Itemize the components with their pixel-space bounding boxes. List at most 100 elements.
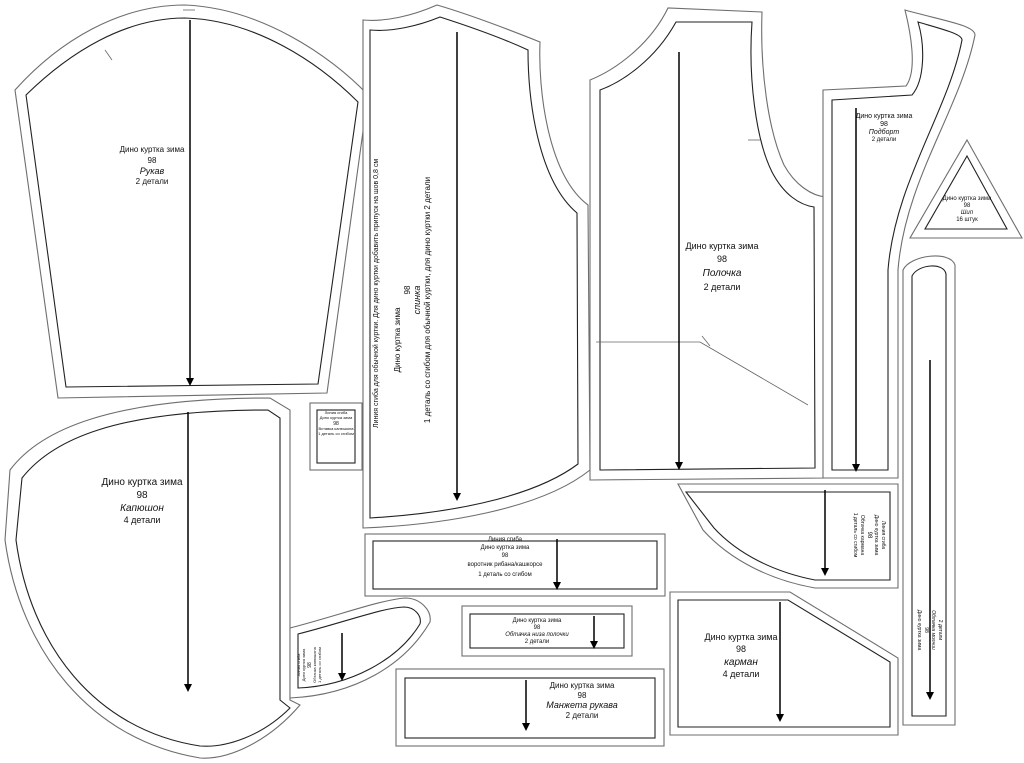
- facing-count: 2 детали: [872, 137, 897, 143]
- back-fold-note: Линия сгиба для обычной куртки. Для дино…: [372, 159, 380, 428]
- pockrim-fold: Линия сгиба: [880, 521, 886, 550]
- cuff-model: Дино куртка зима: [550, 681, 615, 690]
- facing-size: 98: [880, 121, 888, 128]
- cuff-grain-arrowhead: [522, 723, 530, 731]
- insert-seam-allowance: [309, 402, 363, 471]
- cuff-name: Манжета рукава: [546, 700, 618, 710]
- hood-model: Дино куртка зима: [101, 477, 182, 488]
- hood-count: 4 детали: [124, 515, 161, 525]
- front-model: Дино куртка зима: [686, 241, 759, 251]
- front-count: 2 детали: [704, 282, 741, 292]
- hoodrim-fold: Линия сгиба: [296, 653, 301, 676]
- collar-model: Дино куртка зима: [481, 545, 530, 551]
- piece-hem-facing: Дино куртка зима 98 Обтачка низа полочки…: [461, 605, 633, 657]
- facing-outline: [831, 21, 963, 471]
- piece-facing: Дино куртка зима 98 Подборт 2 детали: [822, 9, 976, 479]
- hoodrim-seam-allowance: [289, 597, 431, 699]
- spike-size: 98: [964, 203, 971, 209]
- collar-size: 98: [502, 553, 509, 559]
- hood-outline: [15, 409, 291, 747]
- facing-name: Подборт: [869, 128, 900, 136]
- back-size: 98: [403, 285, 412, 294]
- front-seam-allowance: [589, 7, 827, 481]
- hoodrim-grain-arrowhead: [338, 673, 346, 681]
- insert-fold: Линия сгиба: [325, 410, 348, 415]
- piece-pocket: Дино куртка зима 98 карман 4 детали: [669, 591, 899, 736]
- front-pocket-mark: [701, 335, 711, 347]
- pockrim-size: 98: [866, 532, 872, 539]
- strip-name: Обтачка молнии: [930, 610, 936, 650]
- pockrim-seam-allowance: [677, 483, 899, 589]
- hem-count: 2 детали: [525, 639, 550, 645]
- pockrim-model: Дино куртка зима: [873, 515, 879, 556]
- facing-model: Дино куртка зима: [856, 113, 913, 120]
- piece-back: Линия сгиба для обычной куртки. Для дино…: [362, 4, 591, 529]
- back-model: Дино куртка зима: [393, 307, 402, 372]
- back-grain-arrowhead: [453, 493, 461, 501]
- spike-name: Шип: [961, 210, 974, 216]
- collar-grain-arrowhead: [553, 582, 561, 590]
- collar-name: воротник рибана/кашкорсе: [468, 562, 544, 568]
- pocket-name: карман: [724, 657, 758, 668]
- hoodrim-name: Обтачка капюшона: [312, 646, 317, 682]
- insert-size: 98: [333, 421, 339, 427]
- pocket-outline: [677, 599, 891, 728]
- hoodrim-count: 1 деталь со сгибом: [317, 647, 322, 683]
- sleeve-seam-allowance: [14, 4, 369, 399]
- strip-outline: [911, 265, 947, 717]
- piece-spike: Дино куртка зима 98 Шип 16 штук: [909, 138, 1023, 239]
- strip-size: 98: [923, 627, 929, 633]
- hood-grain-arrowhead: [184, 684, 192, 692]
- insert-name: Вставка капюшона: [318, 426, 354, 431]
- spike-count: 16 штук: [956, 217, 978, 223]
- sleeve-count: 2 детали: [136, 177, 169, 186]
- strip-seam-allowance: [902, 255, 956, 726]
- pocket-seam-allowance: [669, 591, 899, 736]
- spike-outline: [924, 154, 1008, 230]
- strip-model: Дино куртка зима: [916, 610, 922, 651]
- hood-size: 98: [136, 490, 148, 501]
- pocket-count: 4 детали: [723, 669, 760, 679]
- insert-count: 1 деталь со сгибом: [318, 431, 354, 436]
- strip-grain-arrowhead: [926, 692, 934, 700]
- hem-name: Обтачка низа полочки: [505, 632, 569, 638]
- insert-outline: [316, 409, 356, 464]
- piece-pocket-rim: Линия сгиба Дино куртка зима 98 Обтачка …: [677, 483, 899, 589]
- strip-count: 2 детали: [937, 620, 943, 641]
- pockrim-count: 1 деталь со сгибом: [852, 513, 858, 558]
- pockrim-outline: [684, 491, 891, 581]
- hoodrim-outline: [297, 606, 421, 689]
- collar-fold: Линия сгиба: [488, 537, 523, 543]
- back-count: 1 деталь со сгибом для обычной куртки, д…: [423, 177, 432, 423]
- front-name: Полочка: [703, 268, 742, 279]
- sleeve-name: Рукав: [140, 166, 165, 176]
- piece-zip-strip: Дино куртка зима 98 Обтачка молнии 2 дет…: [902, 255, 956, 726]
- back-name: спинка: [412, 286, 422, 315]
- sleeve-outline: [25, 17, 359, 388]
- hoodrim-size: 98: [307, 662, 313, 668]
- sleeve-model: Дино куртка зима: [120, 145, 185, 154]
- piece-hood-insert: Линия сгиба Дино куртка зима 98 Вставка …: [309, 402, 363, 471]
- hood-seam-allowance: [4, 397, 301, 759]
- spike-model: Дино куртка зима: [943, 196, 992, 202]
- hoodrim-model: Дино куртка зима: [301, 648, 306, 681]
- sleeve-notch: [104, 49, 113, 61]
- piece-front: Дино куртка зима 98 Полочка 2 детали: [589, 7, 827, 481]
- cuff-count: 2 детали: [566, 711, 599, 720]
- hem-outline: [469, 613, 625, 649]
- collar-outline: [372, 540, 658, 590]
- facing-seam-allowance: [822, 9, 976, 479]
- back-seam-allowance: [362, 4, 591, 529]
- sleeve-grain-arrowhead: [186, 378, 194, 386]
- piece-cuff: Дино куртка зима 98 Манжета рукава 2 дет…: [395, 668, 665, 747]
- facing-grain-arrowhead: [852, 464, 860, 472]
- piece-collar: Линия сгиба Дино куртка зима 98 воротник…: [364, 533, 666, 597]
- hem-model: Дино куртка зима: [513, 618, 562, 624]
- spike-seam-allowance: [909, 138, 1023, 239]
- sleeve-size: 98: [148, 156, 157, 165]
- back-outline: [369, 16, 579, 519]
- cuff-seam-allowance: [395, 668, 665, 747]
- front-size: 98: [717, 254, 727, 264]
- front-pocket-slant: [699, 341, 809, 406]
